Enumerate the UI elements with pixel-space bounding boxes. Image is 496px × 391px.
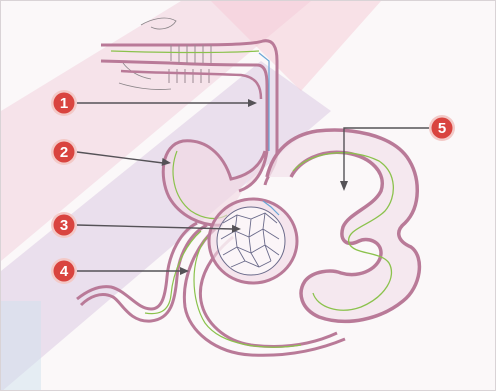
callout-number: 4 [60,263,69,280]
callout-number: 2 [60,144,68,161]
glomerulus-icon [209,199,297,283]
callout-number: 1 [60,95,68,112]
callout-number: 3 [60,217,68,234]
callout-number: 5 [438,120,446,137]
arrow-pointer-icon [340,181,348,191]
